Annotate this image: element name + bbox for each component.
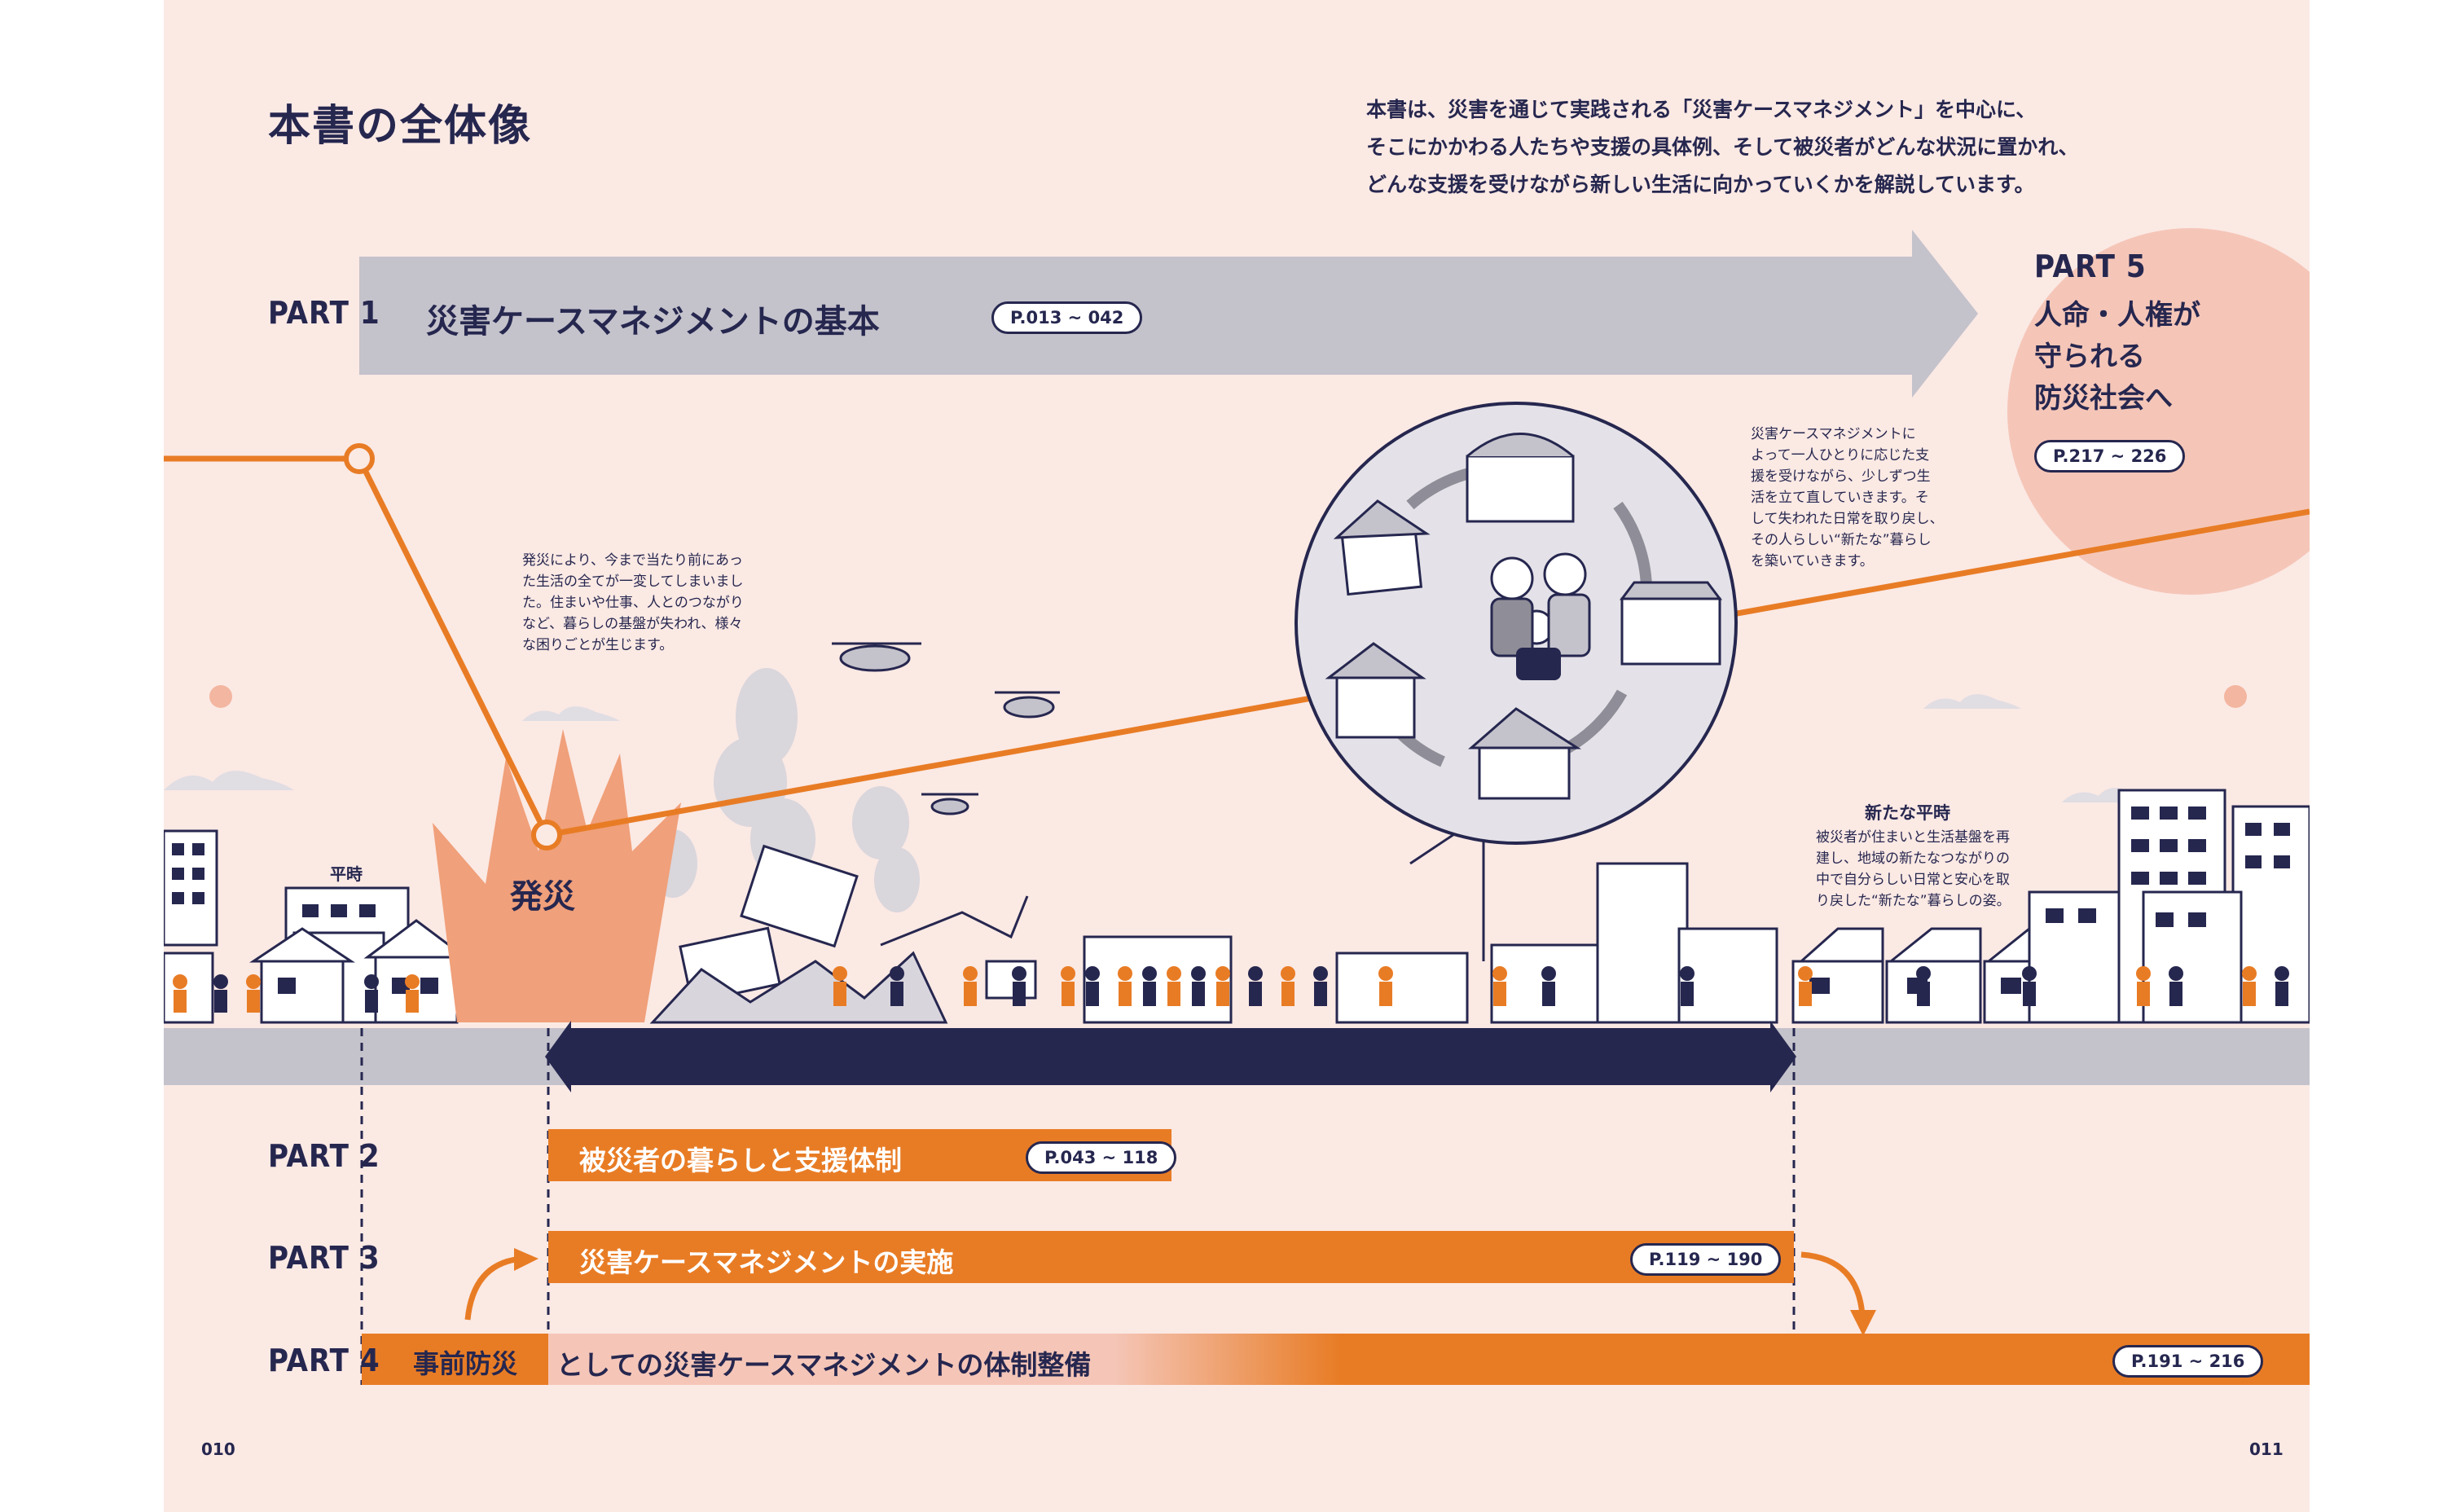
part4-title: としての災害ケースマネジメントの体制整備: [556, 1349, 1092, 1381]
part3-title: 災害ケースマネジメントの実施: [579, 1246, 954, 1278]
part1-arrow: [359, 230, 1978, 398]
cycle-houses: [1325, 433, 1722, 800]
disaster-note: 発災により、今まで当たり前にあっ た生活の全てが一変してしまいまし た。住まいや…: [522, 550, 767, 656]
overview-illustration: [164, 228, 2310, 1385]
part3-label: PART 3: [268, 1240, 380, 1276]
intro-text: 本書は、災害を通じて実践される「災害ケースマネジメント」を中心に、 そこにかかわ…: [1366, 91, 2181, 204]
part2-label: PART 2: [268, 1138, 380, 1174]
timeline-point-normal: [344, 443, 375, 474]
note-line: よって一人ひとりに応じた支: [1751, 447, 1930, 464]
timeline-dividers: [360, 1028, 1796, 1385]
town-right-windows: [1809, 807, 2290, 994]
note-line: 発災により、今まで当たり前にあっ: [522, 552, 743, 569]
part5-circle: [2007, 228, 2310, 595]
note-line: を築いていきます。: [1751, 553, 1874, 569]
recovery-period-arrow: [545, 1021, 1796, 1092]
part4-bar: [548, 1334, 2310, 1385]
sun-left-icon: [209, 685, 232, 708]
smoke-plumes: [648, 668, 920, 912]
part4-bar-prefix: [362, 1334, 548, 1385]
part1-title: 災害ケースマネジメントの基本: [426, 303, 880, 341]
book-spread: 本書の全体像 本書は、災害を通じて実践される「災害ケースマネジメント」を中心に、…: [164, 0, 2310, 1512]
town-left: [164, 829, 469, 1024]
rubble-scene: [649, 813, 1778, 1024]
note-line: な困りごとが生じます。: [522, 637, 674, 653]
disaster-burst: [433, 729, 681, 1022]
curve-arrow-up: [464, 1255, 523, 1321]
new-normal-note: 被災者が住まいと生活基盤を再 建し、地域の新たなつながりの 中で自分らしい日常と…: [1816, 827, 2036, 912]
note-line: 活を立て直していきます。そ: [1751, 490, 1929, 506]
life-line-right: [1727, 508, 2310, 618]
page-title: 本書の全体像: [268, 102, 533, 151]
note-line: 援を受けながら、少しずつ生: [1751, 468, 1931, 485]
intro-line: そこにかかわる人たちや支援の具体例、そして被災者がどんな状況に置かれ、: [1366, 135, 2079, 159]
helicopter-icons: [832, 642, 1060, 815]
cloud-icon: [522, 706, 620, 721]
timeline-point-disaster: [531, 820, 562, 850]
family-figures: [1490, 552, 1591, 680]
note-line: して失われた日常を取り戻し、: [1751, 511, 1944, 527]
life-line: [164, 455, 1321, 838]
note-line: 災害ケースマネジメントに: [1751, 426, 1916, 442]
people-figures: [173, 966, 2289, 1013]
part5-label: PART 5: [2034, 248, 2147, 284]
part4-title-prefix: 事前防災: [413, 1348, 518, 1379]
disaster-label: 発災: [510, 878, 575, 916]
part2-title: 被災者の暮らしと支援体制: [579, 1145, 902, 1176]
cycle-arrow: [1613, 501, 1652, 587]
part5-pages: P.217 ~ 226: [2034, 440, 2186, 472]
page-number-right: 011: [2249, 1439, 2284, 1459]
note-line: その人らしい“新たな”暮らし: [1751, 532, 1932, 548]
part1-label: PART 1: [268, 295, 380, 331]
note-line: 建し、地域の新たなつながりの: [1816, 850, 2010, 867]
part3-pages: P.119 ~ 190: [1630, 1243, 1782, 1276]
part2-pages: P.043 ~ 118: [1026, 1141, 1177, 1174]
sun-right-icon: [2224, 685, 2247, 708]
part5-title-line: 人命・人権が: [2034, 299, 2200, 332]
part3-bar: [548, 1231, 1794, 1283]
note-line: 中で自分らしい日常と安心を取: [1816, 872, 2010, 888]
curve-arrow-down: [1800, 1251, 1866, 1316]
cloud-icon: [164, 771, 294, 790]
part5-title-line: 防災社会へ: [2034, 382, 2173, 415]
part5-title: 人命・人権が 守られる 防災社会へ: [2034, 295, 2200, 420]
new-normal-title: 新たな平時: [1865, 803, 1950, 823]
part5-title-line: 守られる: [2034, 341, 2145, 373]
page-number-left: 010: [201, 1439, 235, 1459]
part4-label: PART 4: [268, 1343, 380, 1378]
normal-label: 平時: [330, 864, 363, 884]
part1-pages: P.013 ~ 042: [991, 301, 1143, 334]
cloud-icon: [1923, 694, 2021, 709]
intro-line: どんな支援を受けながら新しい生活に向かっていくかを解説しています。: [1366, 173, 2035, 196]
intro-line: 本書は、災害を通じて実践される「災害ケースマネジメント」を中心に、: [1366, 98, 2037, 121]
part4-pages: P.191 ~ 216: [2112, 1345, 2264, 1378]
note-line: り戻した“新たな”暮らしの姿。: [1816, 893, 2011, 909]
note-line: 被災者が住まいと生活基盤を再: [1816, 829, 2010, 846]
note-line: た。住まいや仕事、人とのつながり: [522, 595, 744, 611]
dcm-note: 災害ケースマネジメントに よって一人ひとりに応じた支 援を受けながら、少しずつ生…: [1751, 424, 1963, 572]
note-line: た生活の全てが一変してしまいまし: [522, 574, 744, 590]
note-line: など、暮らしの基盤が失われ、様々: [522, 616, 743, 632]
